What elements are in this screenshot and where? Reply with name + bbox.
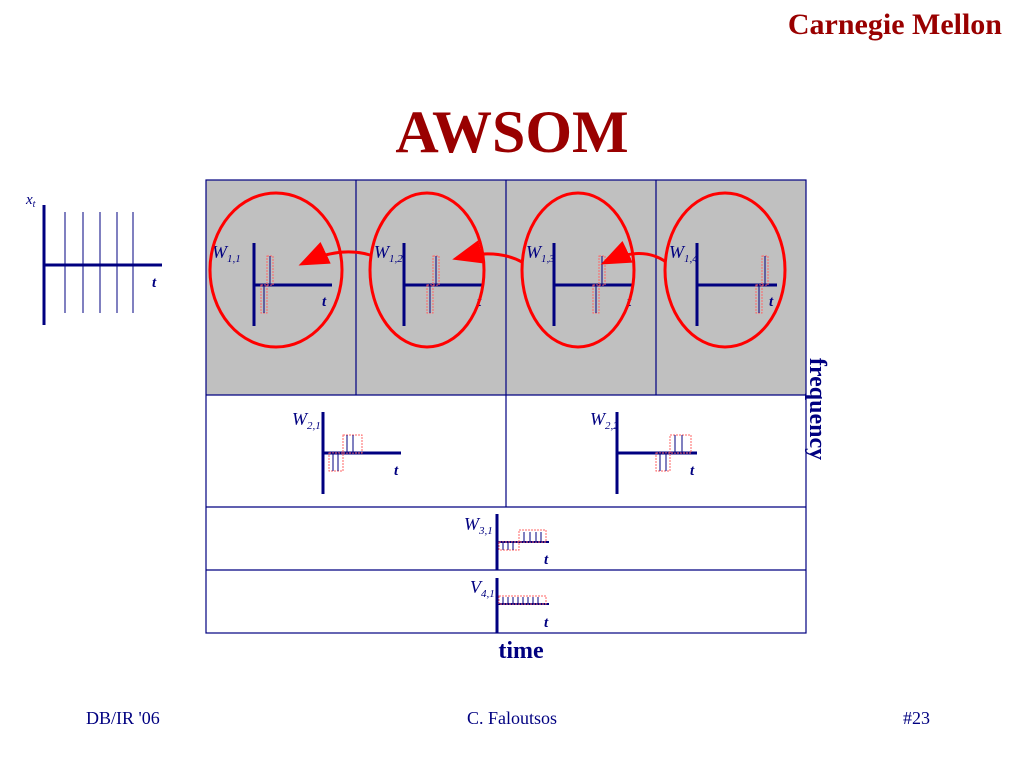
w14-label: W1,4 (669, 242, 698, 265)
w12-label: W1,2 (374, 242, 403, 265)
w14-time-label: t (769, 294, 774, 310)
level1-cell-1: W1,1 t (212, 242, 332, 326)
circle-w14 (663, 191, 787, 349)
level2-cell-1: W2,1 t (292, 409, 401, 494)
grid-lines (205, 179, 807, 634)
w21-label: W2,1 (292, 409, 321, 432)
slide-title: AWSOM (395, 99, 629, 165)
v41-label: V4,1 (470, 577, 495, 600)
level1-cell-4: W1,4 t (669, 242, 777, 326)
w31-time-label: t (544, 552, 549, 568)
circle-w13 (520, 191, 636, 349)
level3-cell: W3,1 t (464, 514, 549, 570)
signal-spikes (64, 212, 134, 313)
w11-time-label: t (322, 294, 327, 310)
w21-time-label: t (394, 463, 399, 479)
v41-time-label: t (544, 615, 549, 631)
w13-label: W1,3 (526, 242, 555, 265)
footer-slide-number: #23 (903, 708, 930, 728)
x-axis-label: time (498, 638, 544, 664)
w22-label: W2,2 (590, 409, 619, 432)
level4-cell: V4,1 t (470, 577, 549, 633)
w22-time-label: t (690, 463, 695, 479)
circle-w11 (208, 191, 344, 349)
level2-cell-2: W2,2 t (590, 409, 697, 494)
circle-w12 (368, 191, 486, 349)
signal-time-label: t (152, 275, 157, 291)
highlight-circles (208, 191, 787, 349)
arrows (298, 240, 667, 266)
brand-logo-text: Carnegie Mellon (787, 8, 1002, 41)
y-axis-label: frequency (804, 358, 830, 460)
arrow-w12-to-w11 (298, 241, 371, 266)
signal-label: xt (25, 192, 36, 210)
footer-venue: DB/IR '06 (86, 708, 160, 728)
arrow-w14-to-w13 (600, 240, 667, 265)
footer-author: C. Faloutsos (466, 708, 558, 728)
w31-label: W3,1 (464, 514, 493, 537)
input-signal-plot: xt t (25, 192, 162, 325)
w11-label: W1,1 (212, 242, 241, 265)
arrow-w13-to-w12 (452, 240, 523, 264)
